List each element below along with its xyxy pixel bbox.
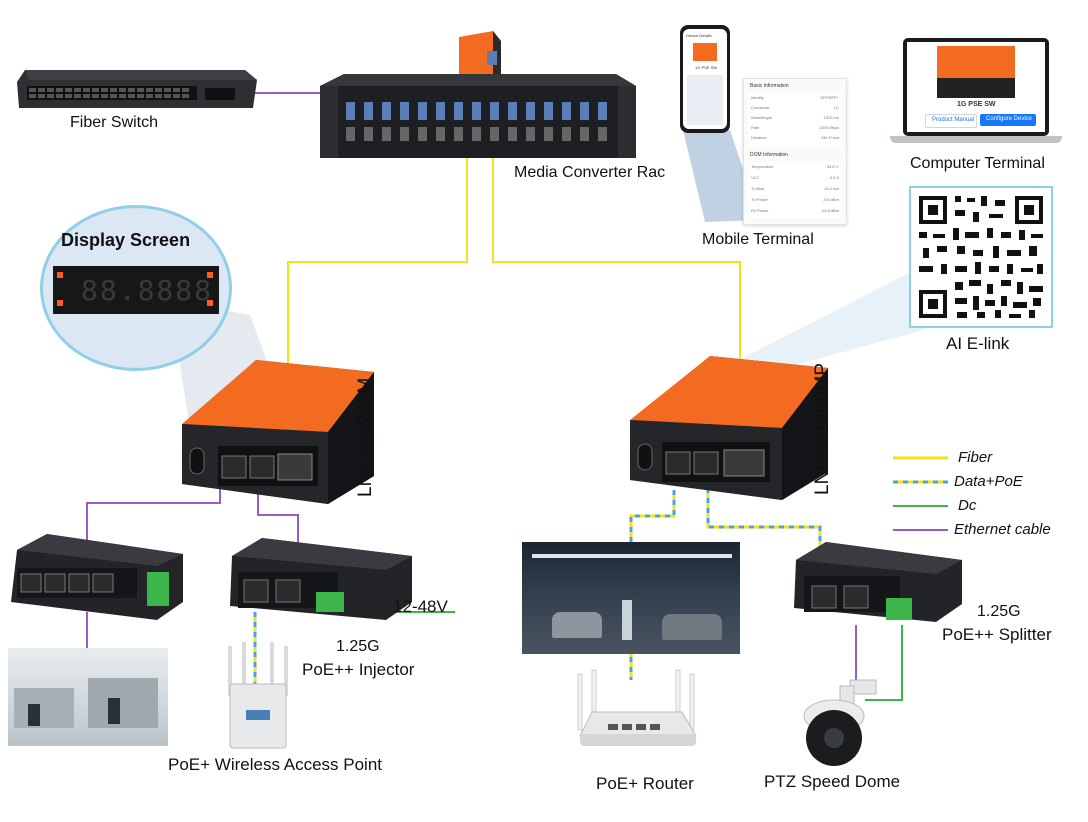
product-manual-label: Product Manual (932, 117, 975, 123)
info-key: Temperature (751, 164, 774, 169)
legend-fiber: Fiber (958, 449, 993, 466)
display-screen-label: Display Screen (61, 230, 191, 250)
splitter-name-label: PoE++ Splitter (942, 625, 1052, 644)
ethernet-line-left-switch (86, 488, 221, 545)
poe-injector-image (230, 538, 412, 620)
injector-speed-label: 1.25G (336, 638, 380, 655)
display-digits: 88.8888 (81, 274, 214, 307)
right-model-label: LNK-AI1200MP (812, 362, 833, 495)
info-value: -14.8 dBm (820, 208, 839, 213)
legend-data-poe: Data+PoE (954, 473, 1023, 490)
product-manual-button: Product Manual (925, 114, 977, 128)
laptop-screen: 1G PSE SW Product Manual Configure Devic… (903, 38, 1049, 136)
info-value: 1310 nm (823, 115, 839, 120)
ptz-speed-dome-image (803, 679, 877, 766)
info-key: Tx Bias (751, 186, 765, 191)
info-value: SM 20 km (820, 135, 839, 140)
mobile-product-thumbnail (693, 43, 717, 61)
dc-line-ptz (865, 625, 903, 701)
info-key: Wavelength (751, 115, 772, 120)
dom-info-rows: Temperature 33.6°C VCC 3.3 V Tx Bias 16.… (748, 162, 842, 218)
ptz-dome-label: PTZ Speed Dome (764, 772, 901, 791)
qr-code-icon (919, 196, 1043, 318)
router-label: PoE+ Router (596, 774, 694, 793)
info-key: Connector (751, 105, 770, 110)
parking-garage-image (522, 542, 740, 654)
info-value: 33.6°C (826, 164, 839, 169)
display-screen-callout: 88.8888 (40, 205, 232, 371)
mobile-product-name: 1G PSE SW (695, 65, 718, 70)
info-key: Identify (751, 95, 764, 100)
office-scene-image (8, 648, 168, 746)
configure-device-button: Configure Device (980, 114, 1036, 126)
mobile-info-panel: Basic Information Identify SFP/SFP+ Conn… (743, 78, 847, 225)
ai-elink-qr-code (909, 186, 1053, 328)
laptop-product-image (937, 46, 1015, 98)
ai-elink-label: AI E-link (946, 334, 1010, 353)
info-value: SFP/SFP+ (819, 95, 839, 100)
info-value: 16.2 mA (824, 186, 839, 191)
right-media-converter-image (630, 356, 828, 500)
qr-callout-beam (700, 270, 960, 380)
media-converter-rack-image (320, 74, 636, 158)
fiber-line-right (492, 155, 741, 372)
info-value: 3.3 V (829, 175, 839, 180)
left-media-converter-image (182, 360, 374, 504)
mobile-callout-beam (683, 130, 760, 222)
industrial-switch-image (11, 534, 183, 620)
mobile-terminal-label: Mobile Terminal (702, 231, 814, 248)
info-key: VCC (751, 175, 760, 180)
info-value: LC (833, 105, 839, 110)
computer-terminal-label: Computer Terminal (910, 155, 1045, 172)
poe-splitter-image (794, 542, 962, 622)
left-model-label: LNK-AI1200M (355, 377, 376, 497)
info-key: Distance (751, 135, 767, 140)
fiber-switch-image (17, 70, 257, 108)
legend-dc: Dc (958, 497, 977, 514)
wireless-ap-label: PoE+ Wireless Access Point (168, 755, 383, 774)
poe-router-image (577, 669, 697, 746)
info-key: Rate (751, 125, 760, 130)
mobile-phone-image: Device Details 1G PSE SW (680, 25, 730, 133)
info-value: 1300 Mbps (819, 125, 839, 130)
media-converter-rack-label: Media Converter Rac (514, 164, 666, 181)
basic-info-header: Basic Information (750, 83, 789, 89)
fiber-switch-label: Fiber Switch (70, 114, 159, 131)
fiber-line-left (287, 155, 468, 395)
mobile-screen-title: Device Details (686, 33, 712, 38)
dom-info-header: DOM Information (750, 152, 789, 158)
info-value: -5.6 dBm (822, 197, 839, 202)
injector-name-label: PoE++ Injector (302, 660, 415, 679)
mobile-screen-body (687, 75, 723, 125)
basic-info-rows: Identify SFP/SFP+ Connector LC Wavelengt… (748, 93, 842, 147)
laptop-product-name: 1G PSE SW (957, 101, 996, 108)
dc-voltage-label: 12-48V (393, 597, 448, 616)
splitter-speed-label: 1.25G (977, 603, 1021, 620)
display-screen-panel: 88.8888 (53, 266, 219, 314)
info-key: Rx Power (751, 208, 769, 213)
wireless-access-point-image (228, 642, 288, 749)
configure-device-label: Configure Device (986, 116, 1033, 122)
laptop-base (890, 136, 1062, 143)
legend-ethernet: Ethernet cable (954, 521, 1051, 538)
info-key: Tx Power (751, 197, 768, 202)
